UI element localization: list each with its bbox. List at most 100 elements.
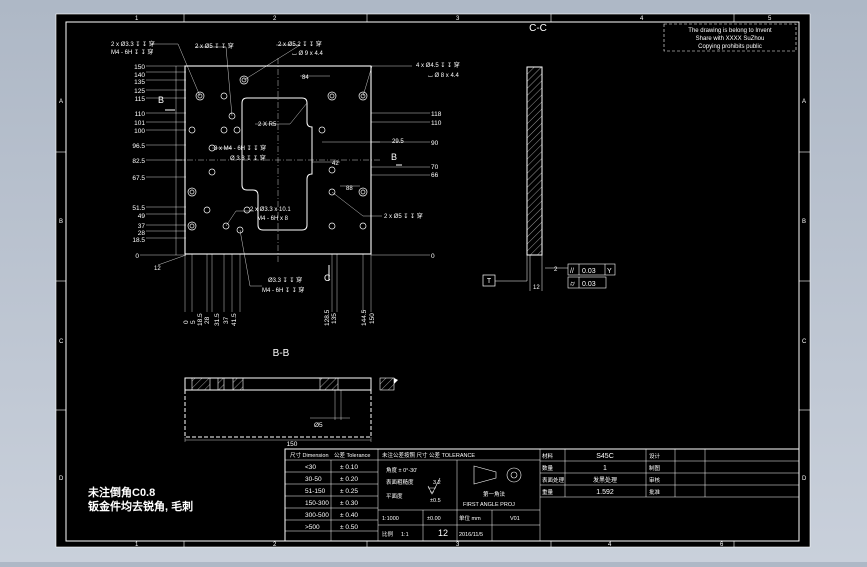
zone-label-bottom: 2 bbox=[273, 542, 277, 548]
tol-value: 0.03 bbox=[582, 281, 596, 288]
dim-text: 128.5 bbox=[324, 309, 331, 326]
zone-label-bottom: 6 bbox=[720, 542, 724, 548]
tb-label: 比例 bbox=[382, 530, 394, 538]
dim-text: 135 bbox=[331, 313, 338, 324]
dim-text: 5 bbox=[190, 320, 197, 324]
dim-text: 101 bbox=[134, 120, 145, 127]
pocket-outline bbox=[241, 97, 313, 231]
callout: ⌴ Ø 8 x 4.4 bbox=[428, 73, 459, 79]
tb-value: ±0.00 bbox=[427, 516, 441, 522]
tb-label: 第一角法 bbox=[483, 490, 506, 498]
table-cell: ± 0.20 bbox=[340, 476, 358, 483]
zone-label-top: 5 bbox=[768, 16, 772, 22]
dim-text: 144.5 bbox=[361, 309, 368, 326]
dim-text: 90 bbox=[431, 140, 439, 147]
tb-sheet: 12 bbox=[438, 528, 448, 538]
dim-text: 49 bbox=[138, 213, 146, 220]
zone-ticks bbox=[56, 14, 810, 547]
plan-view[interactable]: 150 140 135 125 115 110 101 100 96.5 82.… bbox=[111, 40, 460, 326]
dim-text: 0 bbox=[431, 253, 435, 260]
callout: ⌴ Ø 9 x 4.4 bbox=[292, 51, 323, 57]
dim-text: 88 bbox=[346, 186, 353, 192]
table-cell: 150-300 bbox=[305, 500, 329, 507]
zone-label-side: C bbox=[802, 339, 807, 345]
dim-text: 110 bbox=[431, 120, 442, 127]
table-cell: 30-50 bbox=[305, 476, 322, 483]
tol-datum: Y bbox=[607, 268, 612, 275]
tb-label: 平面度 bbox=[386, 492, 403, 500]
callout: 3 x M4 - 6H ↧ ↧ 穿 bbox=[214, 144, 266, 152]
tb-label: 批准 bbox=[649, 488, 661, 496]
notice-line: Copying prohibits public bbox=[698, 44, 762, 50]
projection-circle-icon bbox=[506, 467, 522, 483]
dim-text: 28 bbox=[138, 230, 146, 237]
tech-note: 未注倒角C0.8 bbox=[87, 485, 155, 499]
tb-value: 1:1 bbox=[401, 532, 409, 538]
table-cell: ± 0.40 bbox=[340, 512, 358, 519]
callout: M4 - 6H ↧ ↧ 穿 bbox=[262, 286, 304, 294]
dim-text: 84 bbox=[302, 75, 309, 81]
drawing-sheet bbox=[56, 14, 810, 547]
section-label: C bbox=[324, 273, 331, 283]
dim-text: 67.5 bbox=[132, 175, 145, 182]
datum-box bbox=[482, 274, 496, 287]
callout: 2 x Ø3.3 ↧ ↧ 穿 bbox=[111, 40, 155, 48]
zone-label-top: 3 bbox=[456, 16, 460, 22]
section-label: B bbox=[158, 95, 164, 105]
tb-value: 3.2 bbox=[433, 480, 441, 486]
tb-material: S45C bbox=[596, 453, 614, 460]
notice-box bbox=[663, 23, 797, 52]
roughness-icon bbox=[427, 477, 441, 495]
section-cc[interactable]: C-C T 12 2 // 0.03 Y ⌭ 0.03 bbox=[482, 23, 616, 291]
dim-text: 37 bbox=[223, 316, 230, 324]
tb-label: FIRST ANGLE PROJ bbox=[463, 502, 515, 508]
zone-label-side: C bbox=[59, 339, 64, 345]
callout: M4 - 6H ↧ ↧ 穿 bbox=[111, 48, 153, 56]
dim-text: 18.5 bbox=[197, 313, 204, 326]
tb-label: 制图 bbox=[649, 464, 661, 472]
dim-text: 150 bbox=[134, 64, 145, 71]
callout: 2 x Ø3.3 x 10.1 bbox=[250, 207, 291, 213]
hole-pattern bbox=[187, 75, 368, 234]
tech-note: 钣金件均去锐角, 毛刺 bbox=[88, 499, 193, 513]
tb-label: 表面粗糙度 bbox=[386, 478, 414, 486]
section-label: B bbox=[391, 152, 397, 162]
dim-text: 115 bbox=[135, 96, 146, 103]
tb-label: 表面处理 bbox=[542, 476, 565, 484]
dim-text: 110 bbox=[135, 111, 146, 118]
dim-text: 51.5 bbox=[132, 205, 145, 212]
zone-label-side: B bbox=[802, 219, 806, 225]
notice-line: Share with XXXX SuZhou bbox=[696, 36, 765, 42]
table-cell: ± 0.25 bbox=[340, 488, 358, 495]
zone-label-bottom: 1 bbox=[135, 542, 139, 548]
dim-text: 18.5 bbox=[132, 237, 145, 244]
zone-label-bottom: 3 bbox=[456, 542, 460, 548]
arrow-icon bbox=[394, 378, 398, 384]
dim-text: 29.5 bbox=[392, 139, 404, 145]
dim-text: 12 bbox=[533, 285, 540, 291]
dim-text: 140 bbox=[134, 72, 145, 79]
outer-border bbox=[55, 13, 811, 548]
dim-text: 2 bbox=[554, 267, 558, 273]
tol-symbol: // bbox=[570, 268, 574, 275]
tb-header: 未注公差按照 尺寸 公差 TOLERANCE bbox=[382, 451, 475, 459]
title-block[interactable]: 尺寸 Dimension 公差 Tolerance <30 ± 0.10 30-… bbox=[284, 448, 800, 542]
tol-symbol: ⌭ bbox=[570, 281, 575, 288]
projection-cone-icon bbox=[473, 465, 497, 485]
tb-label: 材料 bbox=[542, 452, 554, 460]
tb-angle: 角度 ± 0°-30' bbox=[386, 466, 417, 474]
section-title: C-C bbox=[529, 23, 547, 34]
tb-label: 数量 bbox=[542, 464, 554, 472]
callout: 2 X R5 bbox=[258, 122, 277, 128]
section-bb[interactable]: B-B Ø5 150 bbox=[184, 348, 398, 448]
dim-text: 0 bbox=[183, 320, 190, 324]
flatness-icon bbox=[428, 487, 436, 493]
tb-qty: 1 bbox=[603, 465, 607, 472]
tb-label: 单位 mm bbox=[459, 514, 481, 522]
table-cell: ± 0.30 bbox=[340, 500, 358, 507]
callout: Ø3.3 ↧ ↧ 穿 bbox=[268, 276, 302, 284]
dim-text: 31.5 bbox=[214, 313, 221, 326]
table-cell: 51-150 bbox=[305, 488, 326, 495]
